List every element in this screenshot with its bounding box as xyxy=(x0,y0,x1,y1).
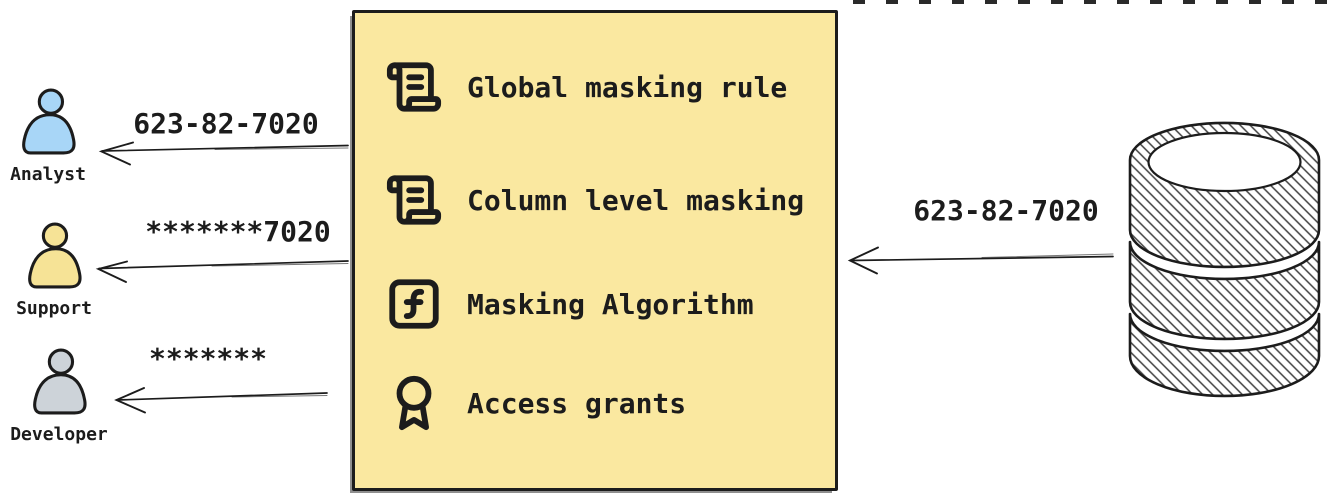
arrow-to-developer xyxy=(114,387,328,414)
rule-access-grants: Access grants xyxy=(385,369,686,437)
rule-label: Access grants xyxy=(467,386,687,420)
award-icon xyxy=(396,375,432,431)
arrow-to-support xyxy=(95,260,349,283)
person-icon xyxy=(22,88,76,155)
database-icon xyxy=(1128,121,1321,398)
value-to-analyst: 623-82-7020 xyxy=(133,107,319,140)
arrow-to-analyst xyxy=(98,141,349,166)
actor-label: Developer xyxy=(10,424,108,445)
scroll-text-icon xyxy=(386,175,442,225)
value-to-support: *******7020 xyxy=(145,215,331,248)
rule-label: Masking Algorithm xyxy=(467,287,754,321)
arrow-from-database xyxy=(847,246,1114,275)
value-to-developer: ******* xyxy=(148,342,268,375)
person-icon xyxy=(33,348,87,415)
actor-label: Analyst xyxy=(10,164,86,185)
rule-global-masking: Global masking rule xyxy=(385,58,787,116)
rule-label: Column level masking xyxy=(467,183,805,217)
actor-developer: Developer xyxy=(3,347,115,445)
rule-label: Global masking rule xyxy=(467,70,788,104)
actor-label: Support xyxy=(16,298,92,319)
value-from-database: 623-82-7020 xyxy=(913,194,1099,227)
masking-rules-panel: Global masking rule Column level masking… xyxy=(352,10,838,491)
actor-analyst: Analyst xyxy=(5,87,91,185)
scroll-text-icon xyxy=(386,62,442,112)
dashed-top-border xyxy=(853,0,1340,4)
person-icon xyxy=(28,222,82,289)
function-square-icon xyxy=(389,279,439,329)
rule-column-masking: Column level masking xyxy=(385,171,804,229)
actor-support: Support xyxy=(8,221,100,319)
rule-masking-algorithm: Masking Algorithm xyxy=(385,275,754,333)
